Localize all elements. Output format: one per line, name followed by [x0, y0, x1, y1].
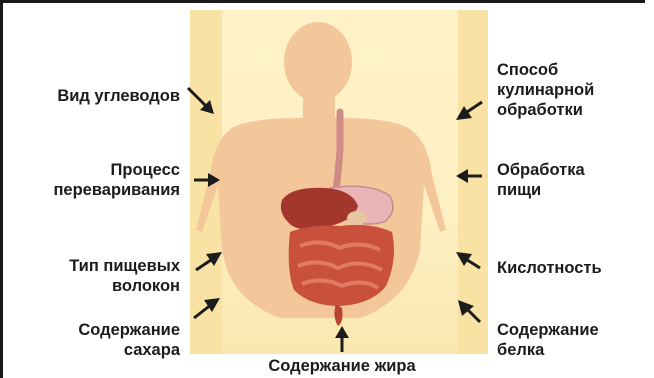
- label-line: переваривания: [20, 180, 180, 200]
- label-carb-type: Вид углеводов: [20, 86, 180, 106]
- label-food-processing: Обработка пищи: [497, 160, 647, 200]
- label-sugar-content: Содержание сахара: [20, 320, 180, 360]
- label-line: Содержание: [20, 320, 180, 340]
- arrow-acidity: [456, 252, 480, 268]
- label-line: Содержание: [497, 320, 647, 340]
- label-protein-content: Содержание белка: [497, 320, 647, 360]
- arrow-fiber-type: [196, 252, 222, 270]
- label-line: пищи: [497, 180, 647, 200]
- arrow-protein-content: [458, 300, 480, 322]
- arrow-cooking-method: [456, 102, 482, 120]
- label-line: кулинарной: [497, 80, 647, 100]
- label-line: Способ: [497, 60, 647, 80]
- label-line: Тип пищевых: [20, 256, 180, 276]
- arrow-fat-content: [335, 326, 349, 352]
- label-fat-content: Содержание жира: [224, 356, 460, 376]
- label-line: белка: [497, 340, 647, 360]
- label-cooking-method: Способ кулинарной обработки: [497, 60, 647, 120]
- label-line: Содержание жира: [224, 356, 460, 376]
- label-line: обработки: [497, 100, 647, 120]
- label-line: Процесс: [20, 160, 180, 180]
- label-line: волокон: [20, 276, 180, 296]
- label-line: Обработка: [497, 160, 647, 180]
- esophagus: [336, 112, 340, 190]
- label-digestion-process: Процесс переваривания: [20, 160, 180, 200]
- label-line: Вид углеводов: [20, 86, 180, 106]
- arrow-sugar-content: [194, 298, 220, 318]
- label-line: Кислотность: [497, 258, 647, 278]
- label-fiber-type: Тип пищевых волокон: [20, 256, 180, 296]
- label-acidity: Кислотность: [497, 258, 647, 278]
- arrow-carb-type: [188, 88, 214, 114]
- gallbladder: [347, 211, 367, 225]
- arrow-food-processing: [456, 169, 482, 183]
- label-line: сахара: [20, 340, 180, 360]
